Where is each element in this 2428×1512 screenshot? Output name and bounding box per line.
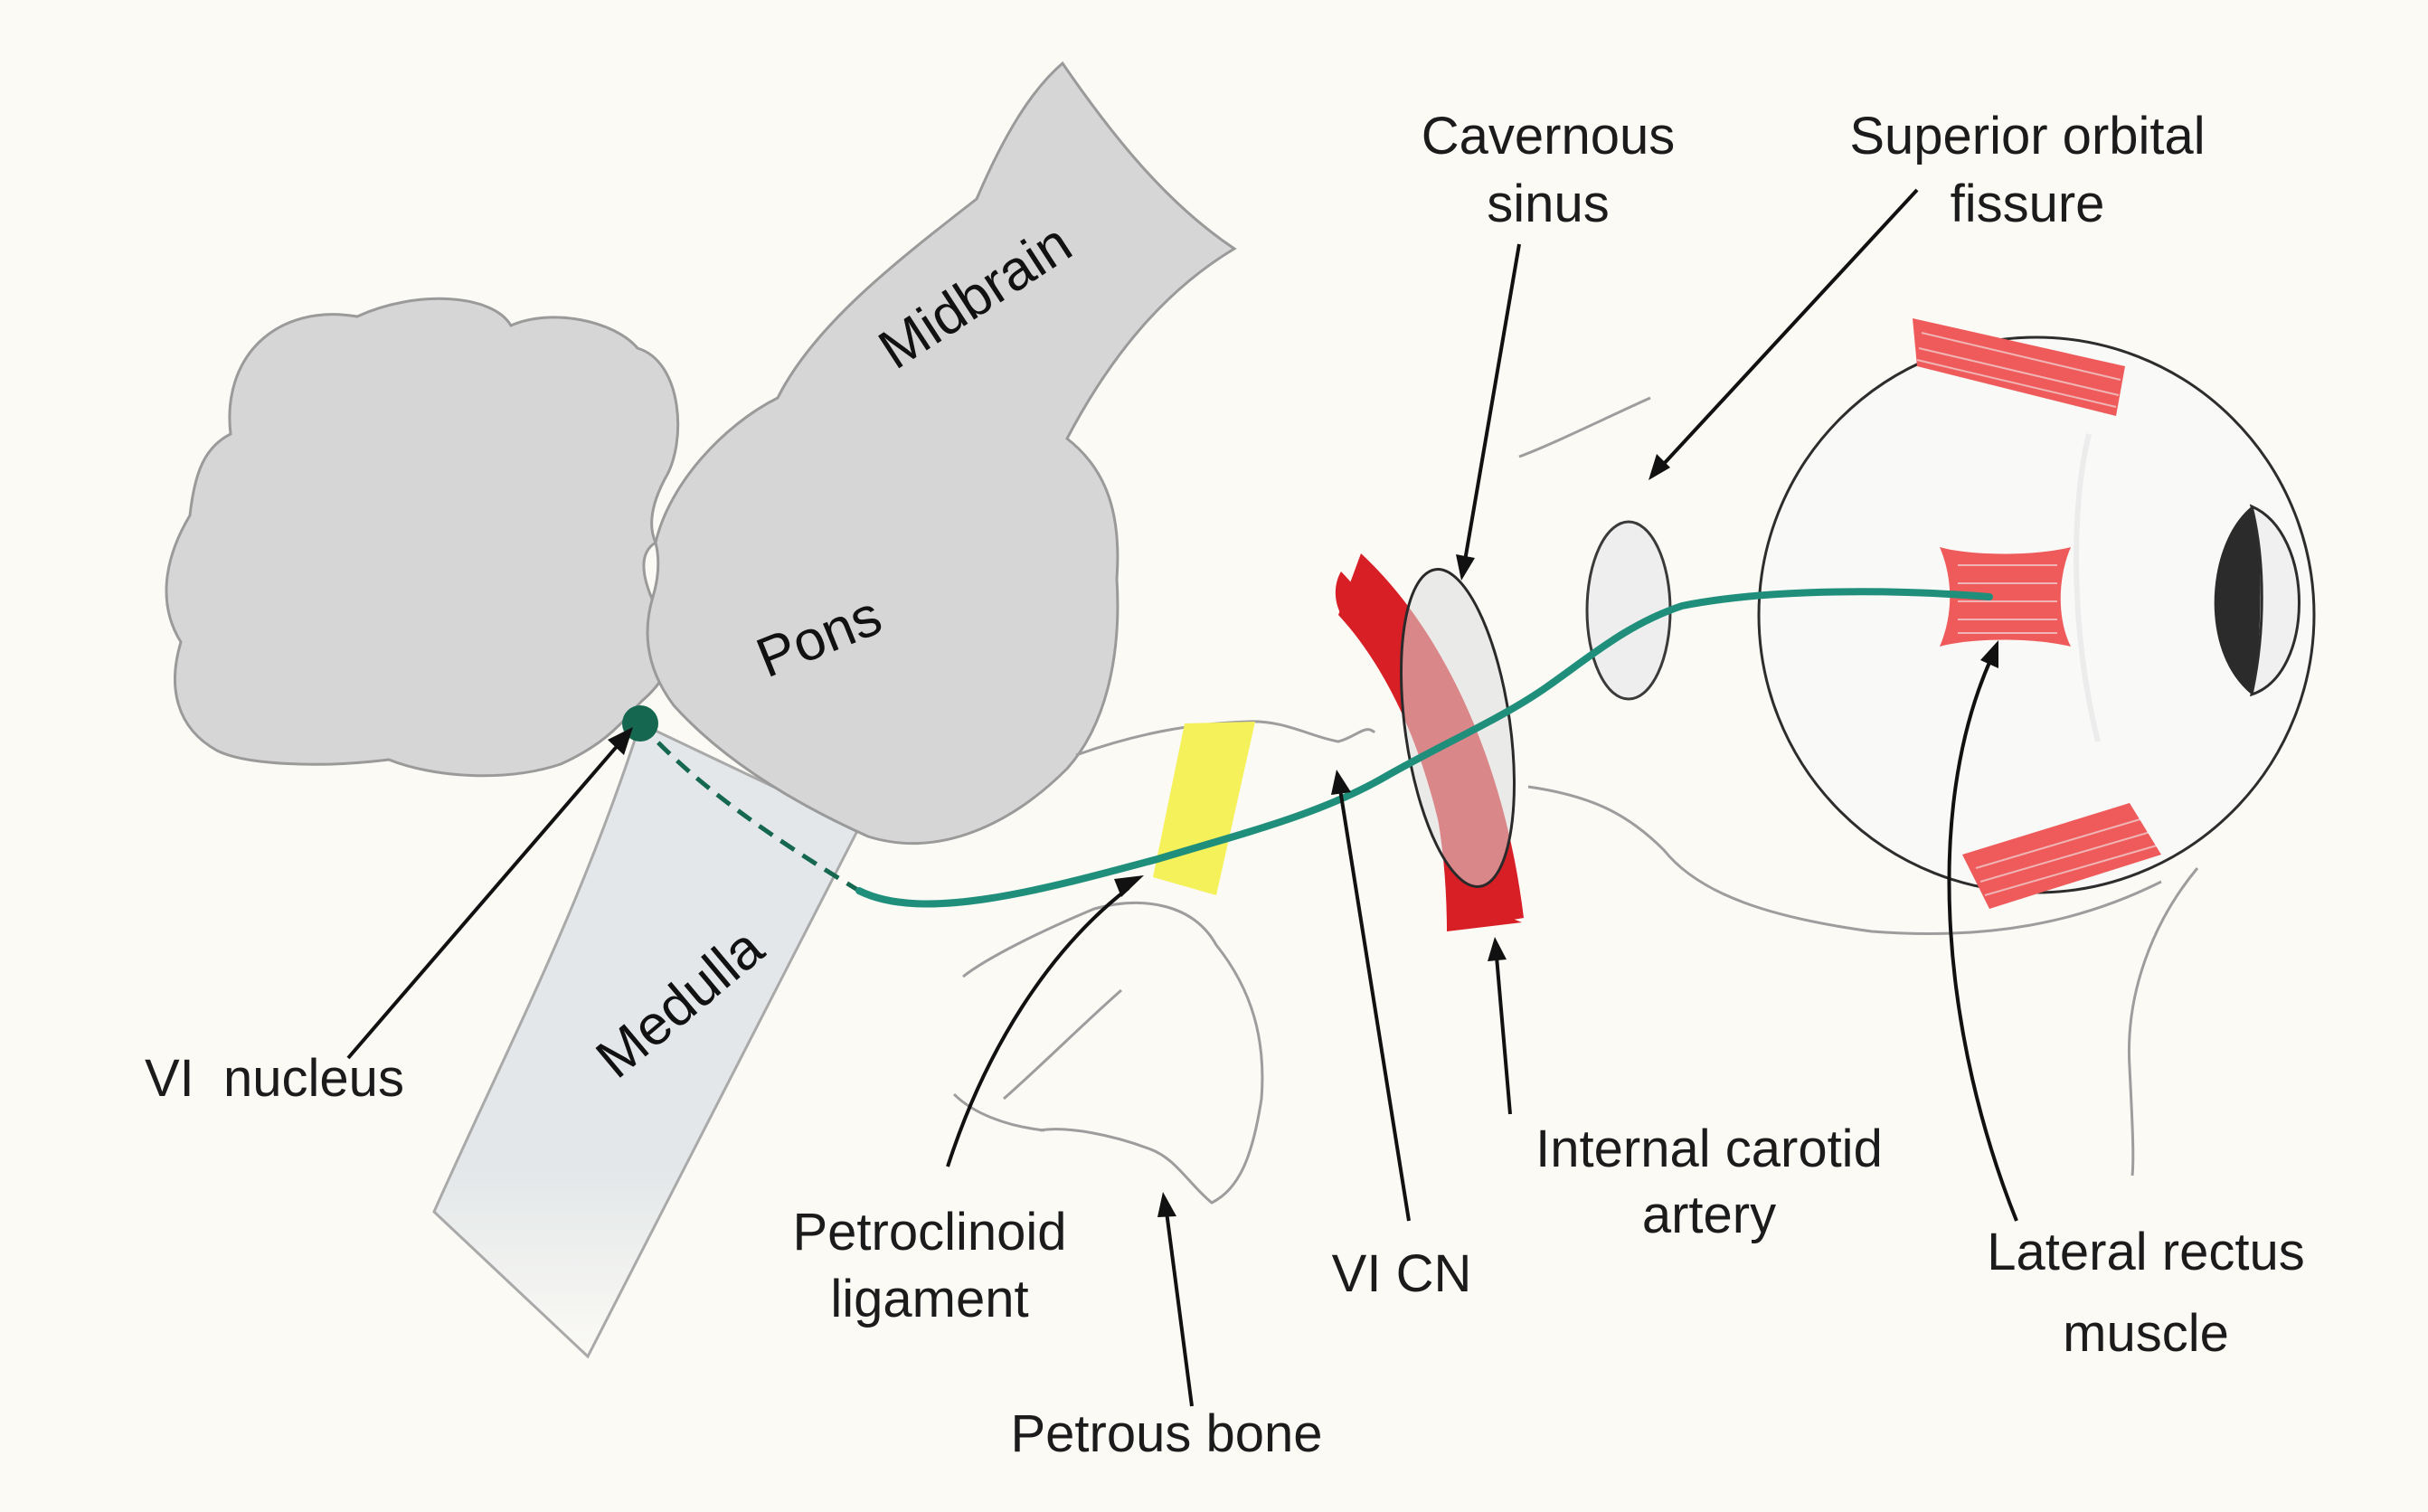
inferior-muscle	[1962, 803, 2161, 909]
superior-orbital-fissure-shape	[1585, 520, 1672, 701]
superior-orbital-fissure-label-line1: Superior orbital	[1849, 107, 2205, 165]
petrous-bone-shape	[962, 902, 1264, 1205]
vi-cn-label: VI CN	[1332, 1244, 1472, 1303]
cavernous-sinus-label-line1: Cavernous	[1422, 107, 1675, 165]
internal-carotid-label-line2: artery	[1642, 1186, 1776, 1244]
cerebellum-shape	[165, 297, 680, 778]
superior-muscle	[1913, 318, 2125, 416]
vi-cranial-nerve	[855, 588, 1993, 908]
orbit-roof-line	[1518, 396, 1651, 458]
lateral-rectus-label-line2: muscle	[2063, 1304, 2229, 1363]
vi-nucleus-label: VI nucleus	[145, 1049, 404, 1108]
arrow-petrous-bone	[1157, 1192, 1194, 1407]
arrow-internal-carotid	[1488, 937, 1512, 1115]
pons-midbrain-shape	[646, 61, 1237, 845]
petrous-bone-label: Petrous bone	[1010, 1404, 1322, 1463]
petroclinoid-ligament-shape	[1153, 722, 1255, 895]
vi-nerve-dashed	[638, 722, 861, 893]
lens-shape	[2249, 504, 2300, 697]
orbit-floor-line	[2127, 867, 2199, 1177]
medulla-shape	[432, 721, 862, 1359]
arrow-superior-orbital-fissure	[1649, 188, 1919, 480]
arrow-petroclinoid	[946, 875, 1144, 1167]
arrow-vi-cn	[1331, 770, 1411, 1222]
arrow-vi-nucleus	[346, 727, 633, 1060]
petroclinoid-label-line1: Petroclinoid	[792, 1203, 1066, 1262]
arrow-lateral-rectus	[1947, 640, 2018, 1222]
lateral-rectus-label-line1: Lateral rectus	[1987, 1223, 2304, 1281]
petrous-bone-inner	[1003, 988, 1122, 1101]
sphenoid-line	[1527, 785, 2162, 936]
superior-orbital-fissure-label-line2: fissure	[1951, 175, 2105, 233]
lateral-rectus-muscle-shape	[1940, 547, 2071, 647]
cornea-shape	[2214, 506, 2261, 695]
eyeball-shading	[2074, 433, 2101, 742]
petroclinoid-label-line2: ligament	[830, 1270, 1028, 1328]
petrous-bone-base	[952, 1092, 1045, 1132]
arrow-cavernous-sinus	[1456, 243, 1521, 581]
skull-base-line	[1075, 720, 1376, 757]
cavernous-sinus-shape	[1400, 568, 1516, 888]
internal-carotid-label-line1: Internal carotid	[1535, 1120, 1883, 1178]
cavernous-sinus-label-line2: sinus	[1487, 175, 1609, 233]
